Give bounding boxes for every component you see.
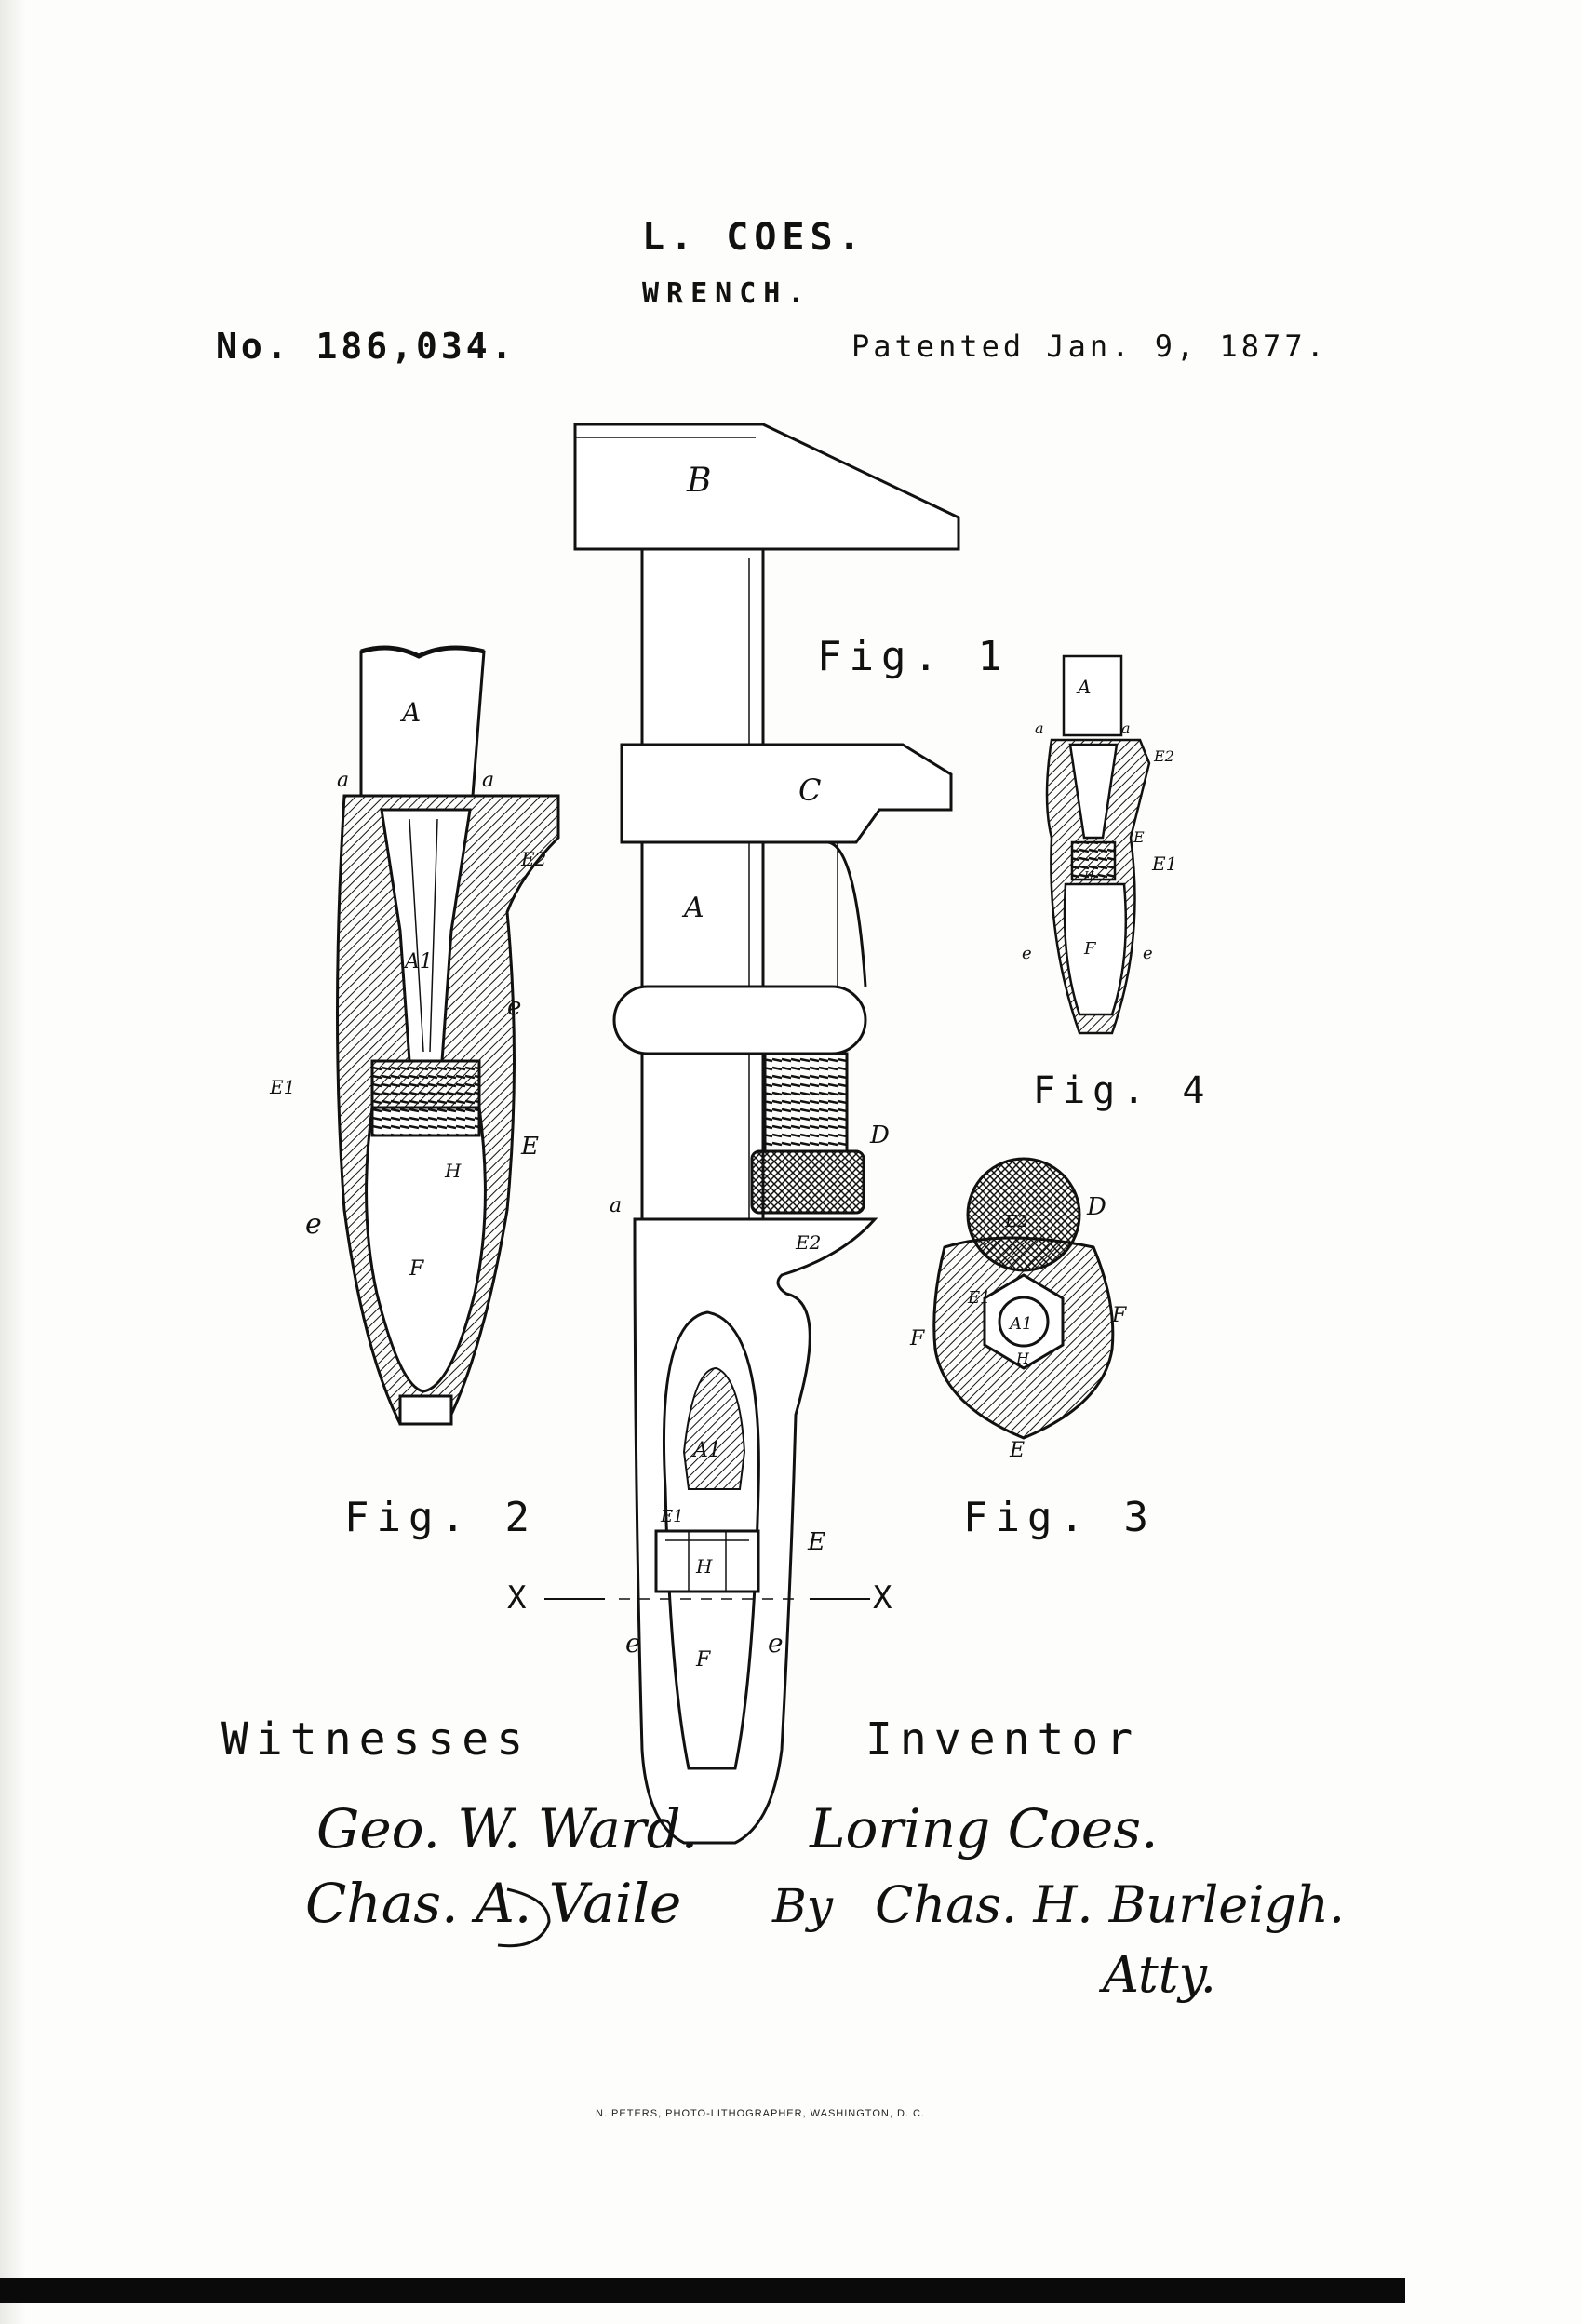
fig1-label-D: D: [869, 1122, 890, 1149]
fig2-label-A: A: [399, 697, 421, 728]
fig1-label-E2: E2: [795, 1231, 821, 1254]
fig2-label-H: H: [444, 1160, 462, 1182]
inventor-signature: Loring Coes.: [809, 1797, 1158, 1861]
inventor-name: L. COES.: [642, 216, 866, 259]
fig2-label-a-right: a: [482, 769, 494, 792]
fig2-label-F: F: [409, 1257, 424, 1281]
attorney-title: Atty.: [1098, 1945, 1216, 2004]
fig2-label-e-lower: e: [305, 1208, 322, 1241]
fig1-label-E1: E1: [660, 1507, 684, 1526]
fig1-label-A: A: [681, 892, 704, 924]
ferrule-ring: [612, 985, 867, 1055]
fig2-label-A1: A1: [403, 950, 433, 974]
fig3-label-E1: E1: [967, 1288, 991, 1308]
fig1-label-A1: A1: [691, 1439, 721, 1462]
fig4-caption: Fig. 4: [1033, 1069, 1213, 1112]
lithographer-credit: N. PETERS, PHOTO-LITHOGRAPHER, WASHINGTO…: [596, 2108, 925, 2119]
fig1-label-E: E: [807, 1528, 825, 1556]
fig3-label-F-right: F: [1111, 1304, 1127, 1327]
fig2-label-E1: E1: [269, 1076, 295, 1098]
fig3-label-F-left: F: [909, 1327, 925, 1350]
fig4-label-F: F: [1083, 939, 1097, 959]
fig4-label-e-left: e: [1022, 944, 1032, 963]
figure-3-cross-section: [932, 1157, 1115, 1440]
fig4-label-E2: E2: [1153, 747, 1174, 765]
fig4-label-E1: E1: [1151, 853, 1177, 875]
fig1-label-F: F: [695, 1648, 711, 1672]
sliding-jaw-C: [620, 743, 953, 844]
by-label: By: [771, 1879, 834, 1933]
section-mark-right: X: [873, 1579, 897, 1617]
fig4-label-e-right: e: [1143, 944, 1153, 963]
adjusting-screw: [763, 1052, 849, 1153]
patent-date: Patented Jan. 9, 1877.: [851, 329, 1328, 364]
fig2-nut-H: [370, 1059, 481, 1137]
fig4-bar-A: [1062, 654, 1123, 737]
fig1-label-a: a: [610, 1194, 622, 1217]
witness-signature-1: Geo. W. Ward.: [316, 1797, 698, 1861]
witness-2-flourish: [497, 1887, 551, 1948]
fig3-label-A1: A1: [1008, 1314, 1032, 1334]
patent-title: WRENCH.: [642, 277, 812, 310]
nut-H: [654, 1529, 760, 1593]
fig2-label-e-upper: e: [507, 993, 521, 1021]
fig3-spindle-A1: [998, 1296, 1050, 1348]
knurled-nut-D: [750, 1149, 865, 1215]
fig2-label-E2: E2: [520, 848, 546, 870]
scan-border-bar: [0, 2278, 1405, 2303]
fig4-label-E: E: [1133, 828, 1145, 846]
fig3-caption: Fig. 3: [963, 1494, 1156, 1541]
witness-signature-2: Chas. A. Vaile: [305, 1872, 681, 1935]
fixed-jaw-B: [573, 423, 960, 551]
fig2-bar-A: [359, 646, 486, 798]
fig3-label-D: D: [1086, 1193, 1106, 1221]
patent-number: No. 186,034.: [216, 326, 516, 367]
witnesses-heading: Witnesses: [221, 1713, 530, 1766]
figure-1-wrench: [544, 423, 960, 1845]
fig1-label-e-right: e: [768, 1628, 784, 1659]
fig1-label-B: B: [686, 462, 711, 500]
attorney-signature: Chas. H. Burleigh.: [875, 1875, 1345, 1934]
fig3-label-E: E: [1009, 1439, 1025, 1462]
fig1-caption: Fig. 1: [817, 633, 1010, 680]
fig4-nut-H: [1070, 840, 1117, 881]
fig2-label-a-left: a: [337, 769, 349, 792]
fig4-label-a-right: a: [1121, 719, 1131, 737]
fig2-caption: Fig. 2: [344, 1494, 537, 1541]
figure-4-section: [1045, 654, 1151, 1035]
fig4-label-A: A: [1076, 676, 1091, 698]
fig3-label-E2: E2: [1004, 1212, 1028, 1231]
scan-edge-shading: [0, 0, 26, 2324]
fig1-label-e-left: e: [625, 1628, 641, 1659]
fig1-label-H: H: [695, 1555, 713, 1578]
fig2-label-E: E: [520, 1133, 539, 1161]
inventor-heading: Inventor: [865, 1713, 1140, 1766]
figure-2-section: [336, 645, 560, 1426]
fig3-label-H: H: [1015, 1350, 1030, 1367]
fig4-label-a-left: a: [1035, 719, 1044, 737]
fig1-label-C: C: [798, 772, 821, 808]
section-mark-left: X: [507, 1579, 531, 1617]
fig4-label-H: H: [1083, 869, 1094, 882]
